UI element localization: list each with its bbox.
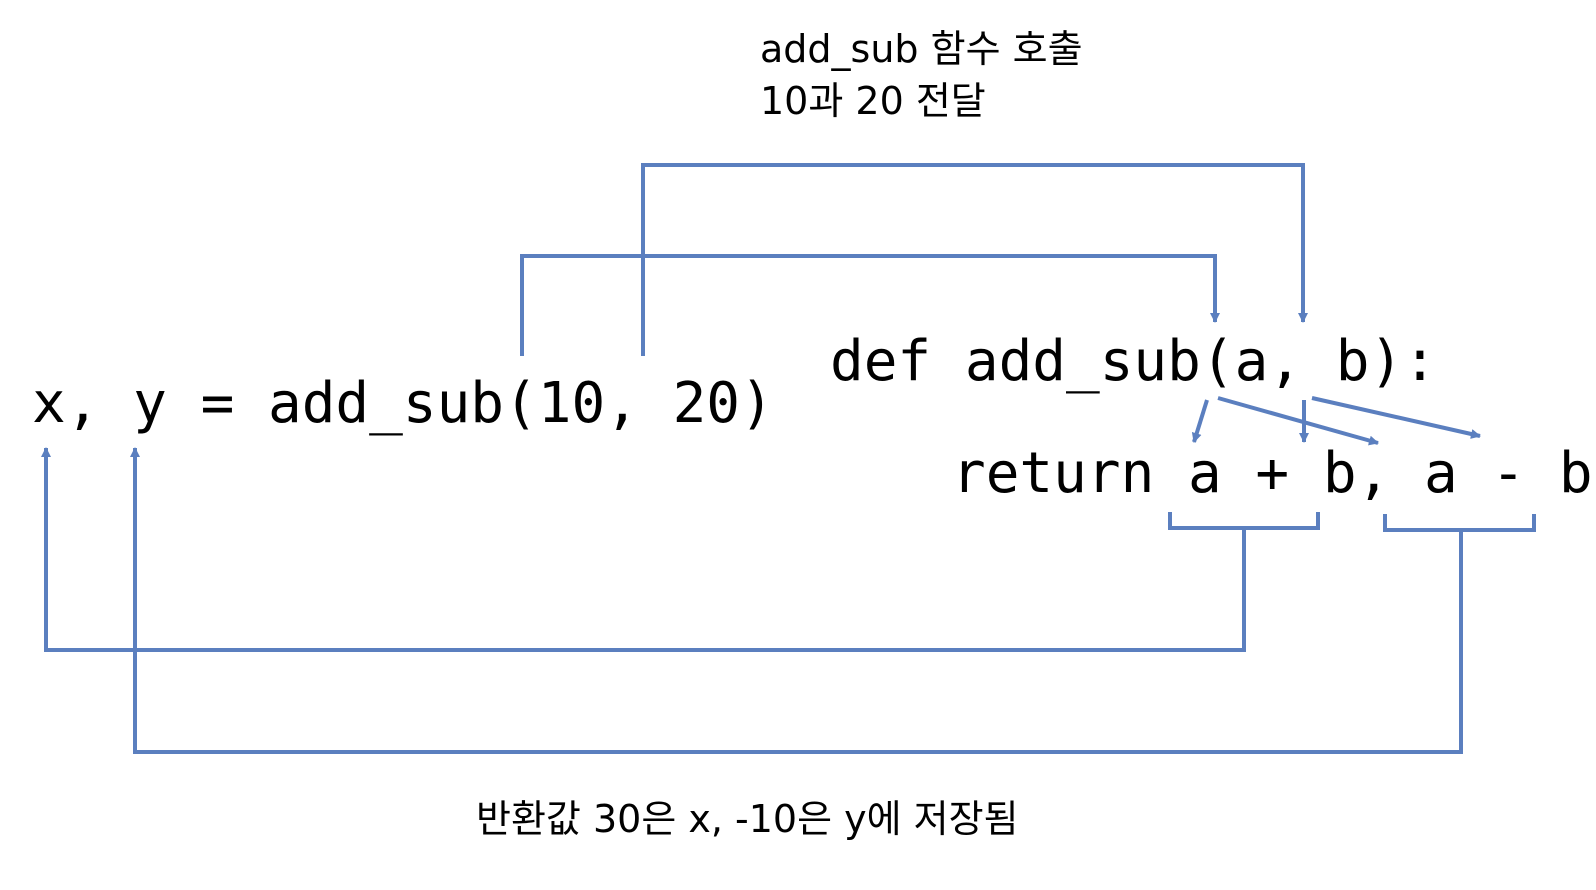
bracket-diff <box>1383 514 1536 532</box>
arrow-a-to-sum-a <box>1191 399 1209 443</box>
arrow-a-to-diff-a <box>1217 396 1379 446</box>
arrow-arg-10-to-a <box>520 254 1220 356</box>
call-annotation-line2: 10과 20 전달 <box>760 79 986 123</box>
return-annotation: 반환값 30은 x, -10은 y에 저장됨 <box>476 797 1019 841</box>
arrow-sum-to-x <box>41 447 1246 652</box>
bracket-sum <box>1168 512 1320 530</box>
call-annotation-line1: add_sub 함수 호출 <box>760 27 1083 71</box>
arrow-arg-20-to-b <box>641 163 1308 356</box>
arrow-b-to-diff-b <box>1311 396 1481 439</box>
return-statement: return a + b, a - b <box>952 441 1593 506</box>
function-call-statement: x, y = add_sub(10, 20) <box>32 371 774 436</box>
function-definition-header: def add_sub(a, b): <box>830 329 1437 394</box>
arrow-diff-to-y <box>130 447 1463 754</box>
